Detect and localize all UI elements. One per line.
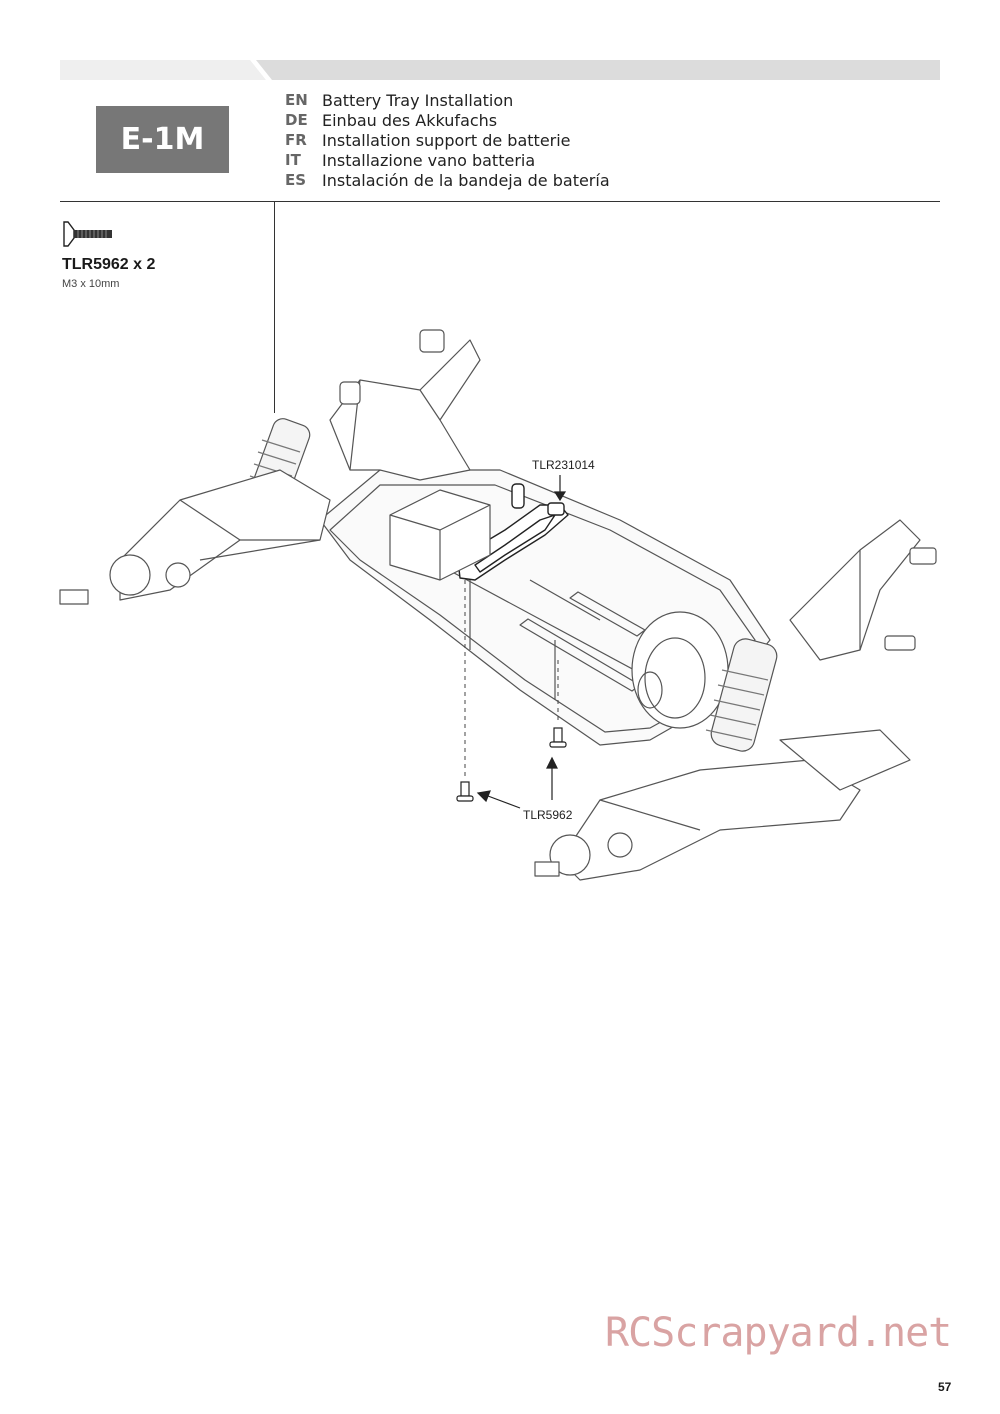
header-divider xyxy=(60,201,940,202)
step-title-list: EN Battery Tray Installation DE Einbau d… xyxy=(285,90,610,190)
parts-column-divider xyxy=(274,201,275,413)
lang-code: DE xyxy=(285,111,308,129)
title-text: Battery Tray Installation xyxy=(322,90,514,110)
screw-rear xyxy=(549,727,567,748)
step-label: E-1M xyxy=(120,122,205,157)
front-left-arm xyxy=(59,469,331,605)
title-row-it: IT Installazione vano batteria xyxy=(285,150,610,170)
lang-code: ES xyxy=(285,171,307,189)
title-text: Einbau des Akkufachs xyxy=(322,110,498,130)
tray-part-callout: TLR231014 xyxy=(532,458,595,472)
chassis-assembly-diagram xyxy=(59,329,937,881)
page-number: 57 xyxy=(938,1380,952,1394)
rear-right-shock xyxy=(705,638,778,752)
watermark: RCScrapyard.net xyxy=(605,1310,952,1356)
servo-box xyxy=(389,489,491,581)
lang-code: IT xyxy=(285,151,301,169)
part-size: M3 x 10mm xyxy=(62,278,120,290)
part-code: TLR5962 x 2 xyxy=(62,256,156,273)
title-text: Installazione vano batteria xyxy=(322,150,536,170)
header-band xyxy=(60,60,940,80)
rear-tower xyxy=(789,519,937,661)
title-row-en: EN Battery Tray Installation xyxy=(285,90,610,110)
step-label-box: E-1M xyxy=(96,106,229,173)
screw-front xyxy=(456,781,474,802)
lang-code: FR xyxy=(285,131,307,149)
rear-gearbox xyxy=(631,611,729,729)
title-row-fr: FR Installation support de batterie xyxy=(285,130,610,150)
front-tower xyxy=(329,329,481,481)
lang-code: EN xyxy=(285,91,308,109)
title-row-de: DE Einbau des Akkufachs xyxy=(285,110,610,130)
rear-right-arm xyxy=(534,729,911,881)
title-row-es: ES Instalación de la bandeja de batería xyxy=(285,170,610,190)
title-text: Installation support de batterie xyxy=(322,130,571,150)
title-text: Instalación de la bandeja de batería xyxy=(322,170,610,190)
flat-head-screw-icon xyxy=(63,221,112,247)
screw-part-callout: TLR5962 xyxy=(523,808,573,822)
